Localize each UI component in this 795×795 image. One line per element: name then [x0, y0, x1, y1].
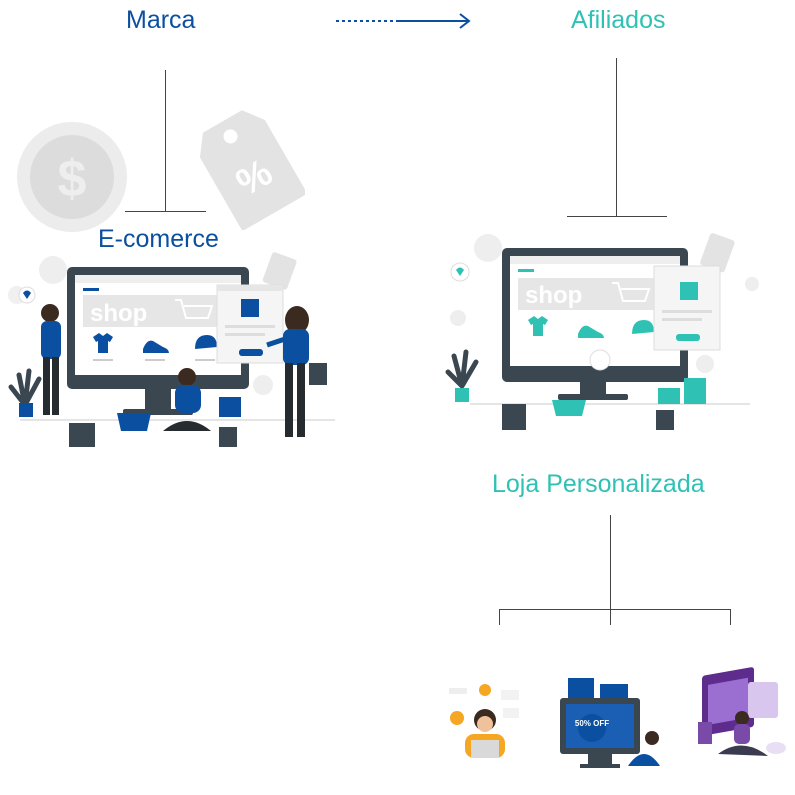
loja-drop-center — [610, 609, 611, 625]
marca-bar-line — [125, 211, 206, 212]
sitting-man-figure — [163, 368, 211, 431]
heart-icon-teal — [456, 267, 464, 276]
svg-text:shop: shop — [525, 282, 582, 309]
tshirt-icon-teal — [528, 316, 548, 336]
node-marca: Marca — [126, 6, 196, 34]
woman-right-figure — [266, 306, 327, 437]
loja-bar-line — [499, 609, 731, 610]
node-ecomerce: E-comerce — [98, 225, 219, 253]
dollar-coin-icon: $ — [17, 122, 127, 232]
ecommerce-illustration: shop — [8, 252, 335, 447]
loja-drop-left — [499, 609, 500, 625]
basket-icon — [117, 413, 151, 431]
gift-icon — [219, 397, 241, 417]
loja-stem-line — [610, 515, 611, 610]
heart-icon — [23, 290, 31, 299]
node-afiliados: Afiliados — [571, 6, 666, 34]
small-coin-icon — [39, 256, 67, 284]
loja-option-left-illustration — [449, 684, 519, 758]
tshirt-icon — [93, 333, 113, 353]
affiliates-illustration: shop — [445, 233, 759, 430]
cart-icon-affiliates — [612, 282, 651, 302]
svg-text:shop: shop — [90, 300, 147, 327]
plant-icon-affiliates — [445, 349, 479, 402]
percent-tag-icon: % — [199, 110, 305, 230]
sneaker-icon-teal — [578, 325, 604, 338]
small-tag-icon — [262, 252, 297, 290]
node-loja-personalizada: Loja Personalizada — [492, 470, 705, 498]
loja-option-center-illustration: 50% OFF — [560, 678, 660, 768]
cap-icon-teal — [632, 320, 654, 334]
cart-icon — [175, 299, 214, 319]
marca-to-afiliados-arrow — [336, 13, 471, 29]
svg-text:50% OFF: 50% OFF — [575, 719, 609, 728]
afiliados-stem-line — [616, 58, 617, 216]
afiliados-bar-line — [567, 216, 667, 217]
loja-option-right-illustration — [698, 667, 786, 756]
loja-drop-right — [730, 609, 731, 625]
shopping-bag-icon — [69, 423, 95, 447]
marca-stem-line — [165, 70, 166, 211]
cap-icon — [195, 335, 217, 349]
plant-icon — [8, 368, 42, 417]
svg-text:$: $ — [58, 150, 87, 208]
woman-left-figure — [41, 304, 61, 415]
sneaker-icon — [143, 340, 169, 353]
